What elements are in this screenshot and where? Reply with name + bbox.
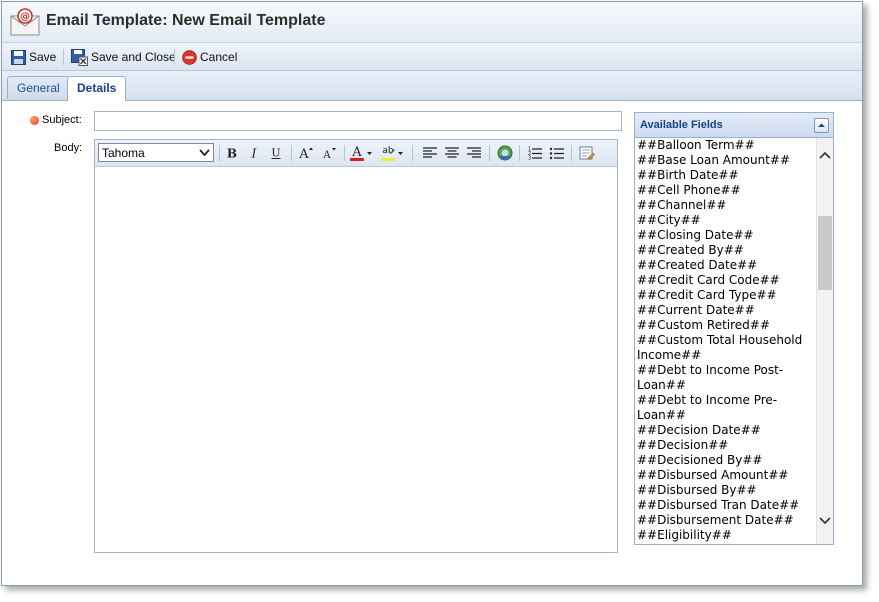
title-bar: @ Email Template: New Email Template: [2, 2, 862, 43]
editor-separator: [519, 145, 520, 161]
svg-text:3: 3: [528, 156, 531, 161]
toolbar: Save Save and Close Cancel: [2, 43, 862, 71]
subject-label-group: Subject:: [30, 114, 82, 126]
svg-text:A: A: [351, 145, 362, 160]
field-item[interactable]: ##Base Loan Amount##: [637, 153, 790, 167]
field-item[interactable]: ##Decision Date##: [637, 423, 761, 437]
align-center-icon[interactable]: [443, 144, 461, 162]
bold-icon[interactable]: B: [223, 144, 241, 162]
align-left-icon[interactable]: [421, 144, 439, 162]
collapse-button[interactable]: [814, 118, 829, 133]
font-family-select[interactable]: Tahoma: [98, 143, 214, 162]
scrollbar-thumb[interactable]: [818, 216, 832, 290]
email-envelope-icon: @: [10, 8, 40, 36]
scroll-down-icon[interactable]: [819, 514, 831, 526]
field-item[interactable]: ##Credit Card Type##: [637, 288, 777, 302]
field-item[interactable]: ##Disbursement Date##: [637, 513, 794, 527]
field-item[interactable]: ##Credit Card Code##: [637, 273, 780, 287]
field-item[interactable]: ##Disbursed Tran Date##: [637, 498, 800, 512]
svg-text:1: 1: [528, 147, 531, 153]
svg-text:A: A: [298, 147, 309, 161]
font-color-icon[interactable]: A: [349, 144, 375, 162]
body-editor-area[interactable]: [95, 167, 617, 552]
floppy-close-icon: [71, 48, 88, 66]
field-item[interactable]: ##Disbursed Amount##: [637, 468, 789, 482]
field-item[interactable]: ##Eligibility##: [637, 528, 732, 542]
available-fields-header: Available Fields: [635, 113, 833, 138]
field-item[interactable]: ##Cell Phone##: [637, 183, 741, 197]
svg-text:@: @: [20, 12, 30, 23]
field-item[interactable]: ##Debt to Income Pre-Loan##: [637, 393, 778, 422]
details-panel: Subject: Body: Tahoma B I U: [2, 101, 862, 585]
field-item[interactable]: ##Disbursed By##: [637, 483, 757, 497]
tab-general[interactable]: General: [7, 76, 70, 99]
save-label: Save: [29, 50, 57, 64]
save-and-close-label: Save and Close: [91, 50, 176, 64]
svg-text:B: B: [227, 147, 237, 161]
font-family-value: Tahoma: [102, 146, 145, 160]
editor-separator: [412, 145, 413, 161]
window-title: Email Template: New Email Template: [46, 12, 326, 29]
editor-separator: [219, 145, 220, 161]
field-item[interactable]: ##Created Date##: [637, 258, 758, 272]
field-item[interactable]: ##Balloon Term##: [637, 138, 755, 152]
editor-separator: [489, 145, 490, 161]
increase-font-icon[interactable]: A: [297, 144, 315, 162]
available-fields-list: ##Balloon Term####Base Loan Amount####Bi…: [635, 138, 817, 544]
svg-text:ab: ab: [382, 146, 394, 156]
field-item[interactable]: ##Channel##: [637, 198, 727, 212]
editor-toolbar: Tahoma B I U A A: [95, 140, 617, 167]
subject-input[interactable]: [94, 111, 622, 131]
insert-image-icon[interactable]: [496, 144, 514, 162]
underline-icon[interactable]: U: [267, 144, 285, 162]
field-item[interactable]: ##Closing Date##: [637, 228, 754, 242]
field-item[interactable]: ##Current Date##: [637, 303, 755, 317]
field-item[interactable]: ##Decision##: [637, 438, 729, 452]
italic-icon[interactable]: I: [245, 144, 263, 162]
editor-separator: [344, 145, 345, 161]
cancel-button[interactable]: Cancel: [182, 48, 237, 66]
subject-label: Subject:: [42, 114, 82, 126]
field-item[interactable]: ##Custom Total Household Income##: [637, 333, 803, 362]
tab-details[interactable]: Details: [67, 76, 127, 101]
field-item[interactable]: ##Decisioned By##: [637, 453, 763, 467]
svg-text:2: 2: [528, 151, 531, 157]
body-editor: Tahoma B I U A A: [94, 139, 618, 553]
editor-separator: [571, 145, 572, 161]
align-right-icon[interactable]: [465, 144, 483, 162]
field-item[interactable]: ##Debt to Income Post-Loan##: [637, 363, 784, 392]
chevron-down-icon: [199, 149, 210, 157]
svg-text:A: A: [322, 150, 331, 161]
toolbar-separator: [174, 49, 175, 65]
body-label: Body:: [54, 142, 83, 154]
toolbar-separator: [63, 49, 64, 65]
chevron-up-icon: [818, 123, 825, 127]
save-button[interactable]: Save: [11, 48, 56, 66]
field-item[interactable]: ##Birth Date##: [637, 168, 739, 182]
svg-text:U: U: [271, 147, 280, 160]
editor-separator: [291, 145, 292, 161]
fields-scrollbar[interactable]: [816, 138, 833, 544]
source-edit-icon[interactable]: [578, 144, 596, 162]
field-item[interactable]: ##City##: [637, 213, 701, 227]
field-item[interactable]: ##Expiration Date##: [635, 543, 817, 544]
cancel-circle-icon: [182, 49, 197, 65]
email-template-window: @ Email Template: New Email Template Sav…: [1, 1, 863, 586]
cancel-label: Cancel: [200, 50, 238, 64]
highlight-color-icon[interactable]: ab: [380, 144, 406, 162]
save-and-close-button[interactable]: Save and Close: [71, 48, 176, 66]
tab-bar: General Details: [2, 71, 862, 101]
available-fields-title: Available Fields: [640, 119, 723, 131]
field-item[interactable]: ##Created By##: [637, 243, 744, 257]
field-item[interactable]: ##Custom Retired##: [637, 318, 770, 332]
available-fields-panel: Available Fields ##Balloon Term####Base …: [634, 112, 834, 545]
floppy-disk-icon: [11, 49, 26, 65]
required-icon: [30, 115, 39, 125]
unordered-list-icon[interactable]: [548, 144, 566, 162]
svg-text:I: I: [251, 147, 257, 161]
decrease-font-icon[interactable]: A: [320, 144, 338, 162]
scroll-up-icon[interactable]: [819, 150, 831, 162]
